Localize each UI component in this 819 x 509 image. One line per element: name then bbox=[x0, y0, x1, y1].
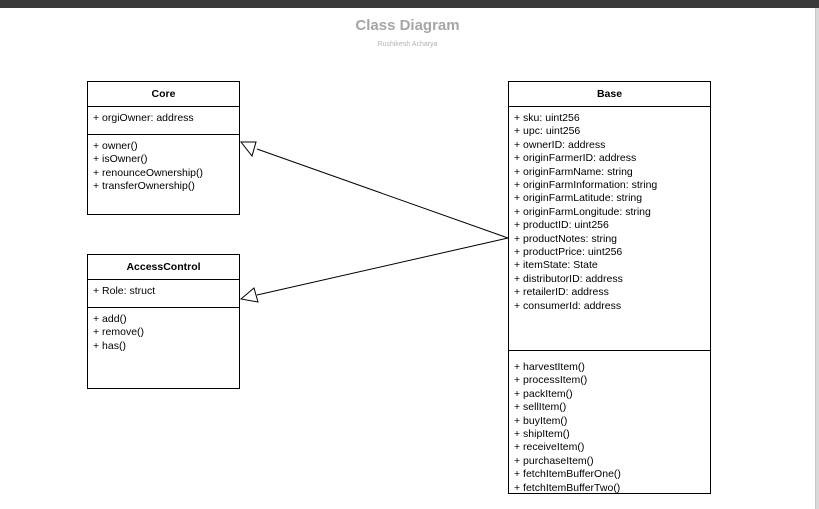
class-base-name: Base bbox=[509, 82, 710, 107]
class-core-name: Core bbox=[88, 82, 239, 107]
class-attribute: + originFarmLongitude: string bbox=[514, 205, 651, 218]
class-operation: + remove() bbox=[93, 326, 145, 339]
class-attribute: + originFarmLatitude: string bbox=[514, 192, 643, 205]
class-attribute: + ownerID: address bbox=[514, 138, 606, 151]
class-operation: + processItem() bbox=[514, 374, 588, 387]
class-core-attributes: + orgiOwner: address bbox=[88, 107, 239, 135]
viewer-top-bar bbox=[0, 0, 819, 8]
diagram-subtitle: Rushikesh Acharya bbox=[377, 41, 438, 48]
class-base-operations: + harvestItem() + processItem() + packIt… bbox=[509, 351, 710, 495]
class-attribute: + sku: uint256 bbox=[514, 112, 580, 124]
class-operation: + packItem() bbox=[514, 387, 573, 400]
class-attribute: + upc: uint256 bbox=[514, 125, 581, 138]
edge-base-to-core bbox=[256, 148, 509, 239]
class-attribute: + orgiOwner: address bbox=[93, 112, 194, 124]
class-attribute: + productNotes: string bbox=[514, 232, 618, 245]
class-base: Base + sku: uint256 + upc: uint256 + own… bbox=[508, 81, 711, 494]
class-attribute: + originFarmName: string bbox=[514, 165, 633, 178]
edge-base-to-access bbox=[256, 237, 509, 296]
class-operation: + has() bbox=[93, 339, 126, 352]
class-operation: + harvestItem() bbox=[514, 361, 585, 373]
class-operation: + isOwner() bbox=[93, 153, 148, 166]
class-accesscontrol-operations: + add() + remove() + has() bbox=[88, 308, 239, 353]
class-attribute: + consumerId: address bbox=[514, 299, 622, 312]
inheritance-connectors bbox=[239, 141, 509, 303]
diagram-title: Class Diagram bbox=[355, 17, 460, 34]
class-operation: + shipItem() bbox=[514, 428, 570, 441]
class-accesscontrol-name: AccessControl bbox=[88, 255, 239, 280]
class-attribute: + productID: uint256 bbox=[514, 219, 609, 232]
class-attribute: + Role: struct bbox=[93, 285, 156, 297]
class-operation: + receiveItem() bbox=[514, 441, 585, 454]
class-operation: + fetchItemBufferOne() bbox=[514, 468, 621, 481]
class-operation: + buyItem() bbox=[514, 414, 568, 427]
class-operation: + fetchItemBufferTwo() bbox=[514, 481, 621, 494]
class-operation: + purchaseItem() bbox=[514, 454, 594, 467]
class-attribute: + itemState: State bbox=[514, 259, 598, 272]
class-operation: + renounceOwnership() bbox=[93, 166, 204, 179]
inheritance-arrowhead-access bbox=[239, 287, 259, 303]
class-core-operations: + owner() + isOwner() + renounceOwnershi… bbox=[88, 135, 239, 194]
class-attribute: + originFarmerID: address bbox=[514, 152, 637, 165]
class-accesscontrol: AccessControl + Role: struct + add() + r… bbox=[87, 254, 240, 389]
class-attribute: + originFarmInformation: string bbox=[514, 179, 658, 192]
diagram-page: Class Diagram Rushikesh Acharya Core + o… bbox=[0, 8, 816, 509]
class-attribute: + retailerID: address bbox=[514, 286, 609, 299]
class-attribute: + distributorID: address bbox=[514, 272, 623, 285]
class-operation: + owner() bbox=[93, 140, 138, 152]
class-accesscontrol-attributes: + Role: struct bbox=[88, 280, 239, 308]
class-base-attributes: + sku: uint256 + upc: uint256 + ownerID:… bbox=[509, 107, 710, 351]
class-operation: + sellItem() bbox=[514, 401, 567, 414]
class-operation: + transferOwnership() bbox=[93, 180, 195, 193]
inheritance-arrowhead-core bbox=[239, 141, 257, 158]
class-core: Core + orgiOwner: address + owner() + is… bbox=[87, 81, 240, 215]
class-attribute: + productPrice: uint256 bbox=[514, 246, 623, 259]
class-operation: + add() bbox=[93, 313, 127, 325]
